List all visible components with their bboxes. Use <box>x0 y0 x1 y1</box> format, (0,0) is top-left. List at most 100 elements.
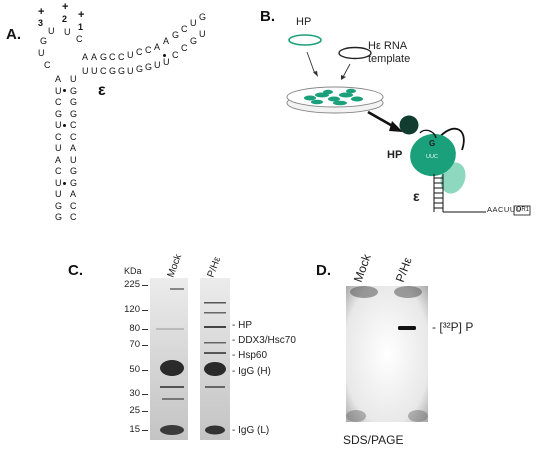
nucleotide: G <box>70 85 78 96</box>
nucleotide: U <box>70 74 77 84</box>
lane-mock-label: Mock <box>165 252 185 279</box>
nucleotide: U <box>127 49 134 60</box>
arrowhead <box>313 71 318 77</box>
nucleotide: A <box>91 52 98 62</box>
kda-label: KDa <box>124 266 142 276</box>
dish-cells <box>304 88 363 106</box>
bulge-num-2: 2 <box>62 14 68 24</box>
wobble-dot <box>163 54 166 57</box>
nucleotide: C <box>70 200 77 211</box>
nucleotide: U <box>55 143 62 153</box>
mw-marker-tick <box>142 310 148 311</box>
phosphorylated-p-band <box>398 326 416 330</box>
bulge-sign-3: + <box>38 6 45 18</box>
nucleotide: U <box>55 177 62 188</box>
nucleotide: U <box>154 60 161 70</box>
nucleotide: C <box>181 24 188 34</box>
nucleotide: U <box>55 189 62 199</box>
nucleotide: C <box>181 43 188 53</box>
nucleotide: G <box>145 62 153 72</box>
arrowhead <box>341 75 346 80</box>
band-hp: - HP <box>232 320 252 331</box>
band-igg-h: - IgG (H) <box>232 366 271 377</box>
coomassie-gel <box>150 278 230 440</box>
nucleotide: U <box>163 57 170 67</box>
band-igg-l: - IgG (L) <box>232 425 270 436</box>
panel-c-label: C. <box>68 262 83 279</box>
nucleotide: C <box>100 66 107 76</box>
bulge-num-1: 1 <box>78 22 84 32</box>
g-label: G <box>429 139 435 148</box>
nucleotide: G <box>70 177 78 188</box>
dr1-label: DR1 <box>516 207 529 213</box>
bulge-nt-u2: U <box>64 27 71 37</box>
nucleotide: G <box>172 30 180 40</box>
mw-marker-label: 15 <box>129 424 140 435</box>
loop-left-u: U <box>38 48 45 58</box>
arrow-hp <box>306 51 316 75</box>
nucleotide: G <box>55 108 63 119</box>
hp-protein <box>410 133 456 177</box>
bulge-num-3: 3 <box>38 18 44 28</box>
panel-a-label: A. <box>6 26 21 43</box>
dark-green-domain <box>399 115 419 135</box>
bulge-sign-1: + <box>78 9 85 21</box>
nucleotide: C <box>118 52 125 62</box>
autorad-lane-phe-label: P/Hε <box>392 255 415 284</box>
template-label: Hε RNA template <box>368 40 411 65</box>
nucleotide: G <box>70 108 78 119</box>
mw-marker-tick <box>142 329 148 330</box>
band-ddx3-hsc70: - DDX3/Hsc70 <box>232 335 296 346</box>
mw-marker-label: 30 <box>129 388 140 399</box>
nucleotide: A <box>55 74 62 84</box>
wobble-dot <box>63 89 66 92</box>
mw-marker-label: 70 <box>129 339 140 350</box>
nucleotide: C <box>55 97 62 107</box>
mw-marker-label: 80 <box>129 323 140 334</box>
nucleotide: G <box>190 36 198 46</box>
hp-label: HP <box>296 16 312 28</box>
nucleotide: G <box>199 12 207 22</box>
nucleotide: A <box>154 42 161 52</box>
bulge-nt-c: C <box>76 34 83 44</box>
nucleotide: U <box>127 66 134 76</box>
nucleotide: C <box>70 120 77 130</box>
panel-b-diagram: G UUC <box>286 34 531 216</box>
mw-marker-tick <box>142 430 148 431</box>
sds-page-caption: SDS/PAGE <box>343 433 404 447</box>
nucleotide: C <box>145 44 152 55</box>
nucleotide: A <box>55 154 62 165</box>
template-oval <box>338 46 372 60</box>
dr1-box <box>513 205 531 216</box>
nucleotide: C <box>172 50 179 60</box>
arrowhead <box>389 121 403 132</box>
nucleotide: G <box>55 200 63 211</box>
panel-d-label: D. <box>316 262 331 279</box>
panel-b-label: B. <box>260 8 275 25</box>
autoradiograph <box>346 286 428 422</box>
mw-marker-label: 50 <box>129 364 140 375</box>
wobble-dot <box>63 182 66 185</box>
loop-left-c: C <box>44 60 51 70</box>
nucleotide: G <box>70 166 78 176</box>
nucleotide: U <box>70 154 77 165</box>
complex-hp-label: HP <box>387 149 403 161</box>
nucleotide: C <box>55 131 62 142</box>
band-hsp60: - Hsp60 <box>232 350 268 361</box>
nucleotide: C <box>70 212 77 222</box>
lane-phe-label: P/Hε <box>205 255 224 279</box>
nucleotide: G <box>70 97 78 107</box>
nucleotide: G <box>109 66 117 76</box>
complex-epsilon-label: ε <box>413 188 420 204</box>
bulge-nt-u1: U <box>48 26 55 36</box>
mw-marker-tick <box>142 370 148 371</box>
nucleotide: G <box>100 52 108 62</box>
nucleotide: U <box>199 29 206 39</box>
nucleotide: U <box>82 66 89 76</box>
arrow-template <box>342 63 351 78</box>
mw-marker-label: 225 <box>124 279 140 290</box>
sequence-tail: AACUUU <box>487 205 522 214</box>
mw-marker-tick <box>142 394 148 395</box>
hp-oval <box>288 34 322 46</box>
